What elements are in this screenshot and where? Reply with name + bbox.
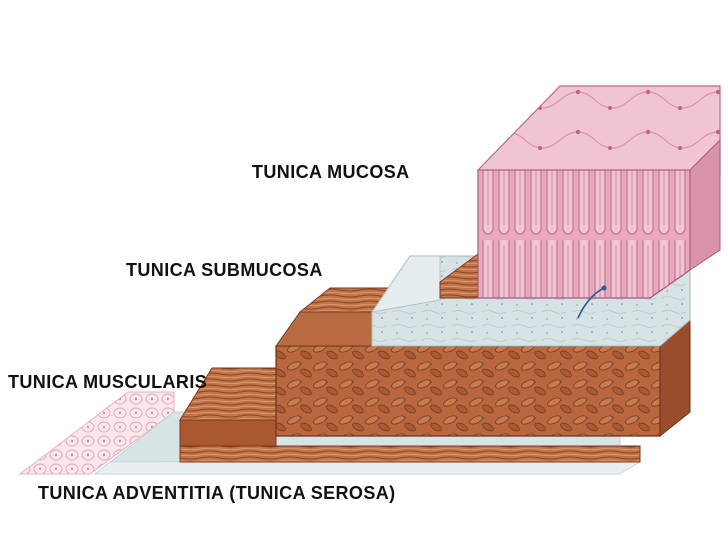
mucosa-side-face [689,138,721,271]
muscularis-mucosae-front [275,311,373,347]
outer-muscle-band [179,445,641,463]
blood-vessel [577,287,605,319]
label-tunica-mucosa: TUNICA MUCOSA [252,162,410,182]
mucosa-villi-block [477,169,691,299]
submucosa-top-face [371,255,441,313]
vessel-end [601,285,607,291]
longitudinal-muscle-front [179,419,277,447]
label-tunica-submucosa: TUNICA SUBMUCOSA [126,260,323,280]
label-tunica-adventitia: TUNICA ADVENTITIA (TUNICA SEROSA) [38,483,396,503]
label-tunica-muscularis: TUNICA MUSCULARIS [8,372,208,392]
circular-muscle-block [275,345,661,437]
serosa-sheet [18,391,175,475]
